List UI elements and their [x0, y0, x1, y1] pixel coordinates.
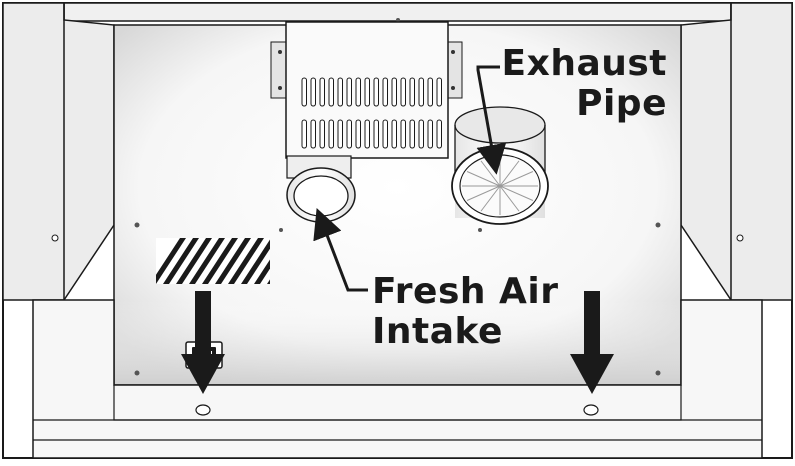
vent-slot: [355, 119, 361, 149]
panel-screw: [655, 222, 661, 228]
exhaust-label-line2: Pipe: [576, 83, 667, 124]
panel-screw: [396, 18, 400, 22]
vent-slot: [346, 77, 352, 107]
base-floor: [32, 299, 763, 459]
intake-leader-line: [313, 207, 368, 292]
vent-slot: [346, 119, 352, 149]
vent-slot: [301, 119, 307, 149]
vent-slot: [310, 119, 316, 149]
vent-slot: [391, 77, 397, 107]
grille-slat: [202, 238, 238, 284]
vent-slot: [310, 77, 316, 107]
vent-slot: [319, 119, 325, 149]
intake-label-line1: Fresh Air: [372, 271, 559, 312]
vent-slot: [364, 77, 370, 107]
vent-slot: [391, 119, 397, 149]
grille-slat: [189, 238, 225, 284]
bracket-screw: [451, 50, 455, 54]
vent-slot: [337, 119, 343, 149]
left-side-screw: [51, 234, 59, 242]
grille-slat: [176, 238, 212, 284]
exhaust-label-line1: Exhaust: [501, 43, 667, 84]
vent-slot: [400, 77, 406, 107]
vent-slot: [364, 119, 370, 149]
panel-screw: [134, 222, 140, 228]
exhaust-leader-line: [476, 65, 507, 175]
down-arrow-icon: [181, 291, 225, 394]
bracket-screw: [278, 86, 282, 90]
vent-box-slots: [301, 77, 442, 149]
vent-slot: [319, 77, 325, 107]
damper-blade: [466, 185, 501, 201]
mount-hole: [583, 404, 599, 416]
grille-slat: [215, 238, 251, 284]
vent-grille-icon: [156, 238, 270, 284]
damper-blade: [499, 185, 534, 201]
grille-slat: [156, 238, 186, 284]
vent-slot: [427, 77, 433, 107]
vent-slot: [301, 77, 307, 107]
right-side-screw: [736, 234, 744, 242]
fresh-air-intake-label: Fresh Air Intake: [372, 274, 572, 350]
bracket-screw: [278, 50, 282, 54]
grille-slat: [254, 259, 270, 284]
vent-slot: [355, 77, 361, 107]
grille-slat: [241, 239, 270, 284]
vent-slot: [337, 77, 343, 107]
panel-screw: [134, 370, 140, 376]
vent-slot: [382, 119, 388, 149]
vent-slot: [409, 77, 415, 107]
bracket-screw: [451, 86, 455, 90]
grille-slat: [267, 279, 270, 284]
vent-slot: [400, 119, 406, 149]
down-arrow-icon: [570, 291, 614, 394]
grille-slat: [228, 238, 264, 284]
vent-slot: [409, 119, 415, 149]
vent-slot: [418, 119, 424, 149]
damper-blade: [499, 171, 534, 187]
vent-slot: [373, 77, 379, 107]
vent-slot: [328, 119, 334, 149]
panel-screw: [478, 228, 482, 232]
panel-screw: [655, 370, 661, 376]
vent-slot: [427, 119, 433, 149]
vent-slot: [436, 77, 442, 107]
vent-slot: [328, 77, 334, 107]
mount-hole: [195, 404, 211, 416]
grille-slat: [163, 238, 199, 284]
vent-slot: [373, 119, 379, 149]
damper-blade: [499, 160, 520, 187]
panel-screw: [279, 228, 283, 232]
damper-blade: [480, 185, 501, 212]
vent-slot: [418, 77, 424, 107]
exhaust-pipe-label: Exhaust Pipe: [452, 46, 667, 122]
intake-pipe-opening: [293, 175, 349, 217]
damper-blade: [466, 171, 501, 187]
intake-label-line2: Intake: [372, 311, 503, 352]
base-front-lip: [33, 419, 762, 441]
damper-blade: [499, 185, 520, 212]
vent-slot: [382, 77, 388, 107]
vent-slot: [436, 119, 442, 149]
